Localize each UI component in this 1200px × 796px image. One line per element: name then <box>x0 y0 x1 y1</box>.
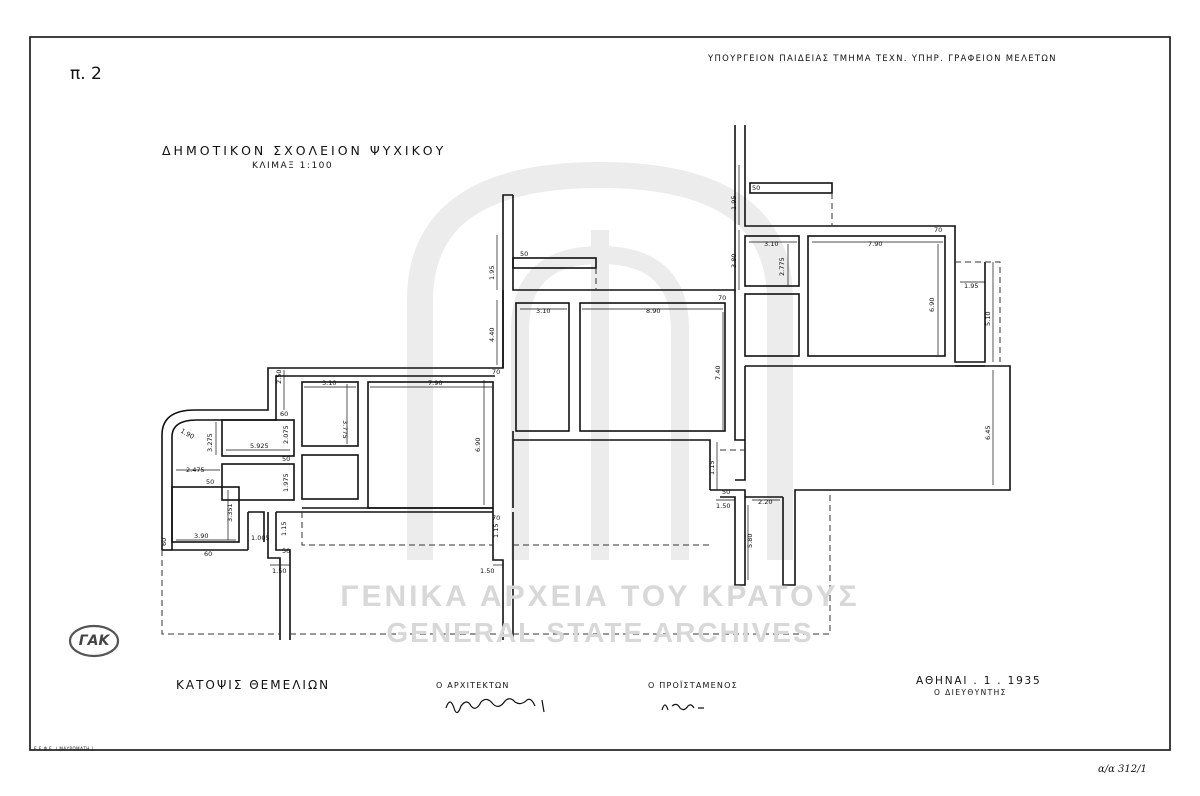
dim-label: 7.90 <box>868 240 882 248</box>
architect-signature <box>445 698 545 714</box>
dim-label: 3.351 <box>226 503 234 522</box>
dim-label: 1.95 <box>488 266 496 280</box>
dim-label: 4.40 <box>488 328 496 342</box>
dim-label: 2.475 <box>186 466 205 474</box>
archive-logo-watermark <box>407 161 793 560</box>
dim-label: 1.95 <box>964 282 978 290</box>
dim-label: 6.90 <box>474 438 482 452</box>
dim-label: 1.50 <box>716 502 730 510</box>
dim-label: 70 <box>492 514 500 522</box>
view-label: ΚΑΤΟΨΙΣ ΘΕΜΕΛΙΩΝ <box>176 678 331 692</box>
dim-label: 60 <box>204 550 212 558</box>
dim-label: 7.40 <box>714 366 722 380</box>
drawing-title: ΔΗΜΟΤΙΚΟΝ ΣΧΟΛΕΙΟΝ ΨΥΧΙΚΟΥ <box>162 143 447 158</box>
dim-label: 3.90 <box>194 532 208 540</box>
dim-label: 1.15 <box>280 522 288 536</box>
foundation-plan <box>161 125 1011 640</box>
dim-label: 70 <box>492 368 500 376</box>
dim-label: 6.90 <box>928 298 936 312</box>
dim-label: 1.15 <box>708 461 716 475</box>
dim-label: 70 <box>718 294 726 302</box>
dim-label: 50 <box>282 455 290 463</box>
dim-label: 7.90 <box>428 379 442 387</box>
dim-label: 70 <box>934 226 942 234</box>
dim-label: 2.775 <box>778 257 786 276</box>
dim-label: 1.50 <box>480 567 494 575</box>
head-label: Ο ΠΡΟΪΣΤΑΜΕΝΟΣ <box>648 681 738 690</box>
dim-label: 3.80 <box>730 254 738 268</box>
director-label: Ο ΔΙΕΥΘΥΝΤΗΣ <box>934 688 1007 697</box>
dashed-outline <box>161 193 1001 635</box>
dimension-labels: 7.90 3.10 3.775 2.50 60 2.075 5.925 50 1… <box>160 184 992 575</box>
dim-label: 50 <box>520 250 528 258</box>
sheet-number: π. 2 <box>70 64 102 84</box>
watermark-english: GENERAL STATE ARCHIVES <box>386 617 814 648</box>
ministry-header: ΥΠΟΥΡΓΕΙΟΝ ΠΑΙΔΕΙΑΣ ΤΜΗΜΑ ΤΕΧΝ. ΥΠΗΡ. ΓΡ… <box>708 54 1057 64</box>
dim-label: 5.80 <box>746 534 754 548</box>
dim-label: 3.10 <box>322 379 336 387</box>
stamp-text: ΓΑΚ <box>78 633 110 649</box>
drawing-scale: ΚΛΙΜΑΞ 1:100 <box>252 161 334 171</box>
dim-label: 2.075 <box>282 425 290 444</box>
dim-label: 60 <box>280 410 288 418</box>
place-date: ΑΘΗΝΑΙ . 1 . 1935 <box>916 675 1042 687</box>
dim-label: 6.45 <box>984 426 992 440</box>
dim-label: 1.95 <box>730 196 738 210</box>
dim-label: 5.10 <box>984 312 992 326</box>
dim-label: 50 <box>752 184 760 192</box>
dim-label: 3.775 <box>341 420 349 439</box>
dim-label: 3.10 <box>536 307 550 315</box>
dimension-lines <box>176 165 994 580</box>
dim-label: 1.975 <box>282 473 290 492</box>
printer-mark: Ε.Ε.Φ.Ε. ( ΜΑΥΡΟΜΑΤΗ ) <box>34 746 94 751</box>
dim-label: 1.50 <box>272 567 286 575</box>
dim-label: 8.90 <box>646 307 660 315</box>
dim-label: 1.005 <box>251 534 270 542</box>
archive-reference: α/α 312/1 <box>1098 764 1147 775</box>
head-signature <box>661 703 704 711</box>
watermark-greek: ΓΕΝΙΚΑ ΑΡΧΕΙΑ ΤΟΥ ΚΡΑΤΟΥΣ <box>340 580 860 613</box>
dim-label: 60 <box>160 538 168 546</box>
gak-stamp <box>68 624 120 658</box>
dim-label: 50 <box>722 488 730 496</box>
dim-label: 50 <box>282 547 290 555</box>
drawing-frame <box>29 36 1171 751</box>
dim-label: 1.15 <box>492 524 500 538</box>
dim-label: 50 <box>206 478 214 486</box>
dim-label: 3.10 <box>764 240 778 248</box>
dim-label: 3.275 <box>206 433 214 452</box>
dim-label: 1.90 <box>179 427 196 441</box>
dim-label: 2.50 <box>275 370 283 384</box>
dim-label: 5.925 <box>250 442 269 450</box>
dim-label: 2.20 <box>758 498 772 506</box>
architect-label: Ο ΑΡΧΙΤΕΚΤΩΝ <box>436 681 510 690</box>
